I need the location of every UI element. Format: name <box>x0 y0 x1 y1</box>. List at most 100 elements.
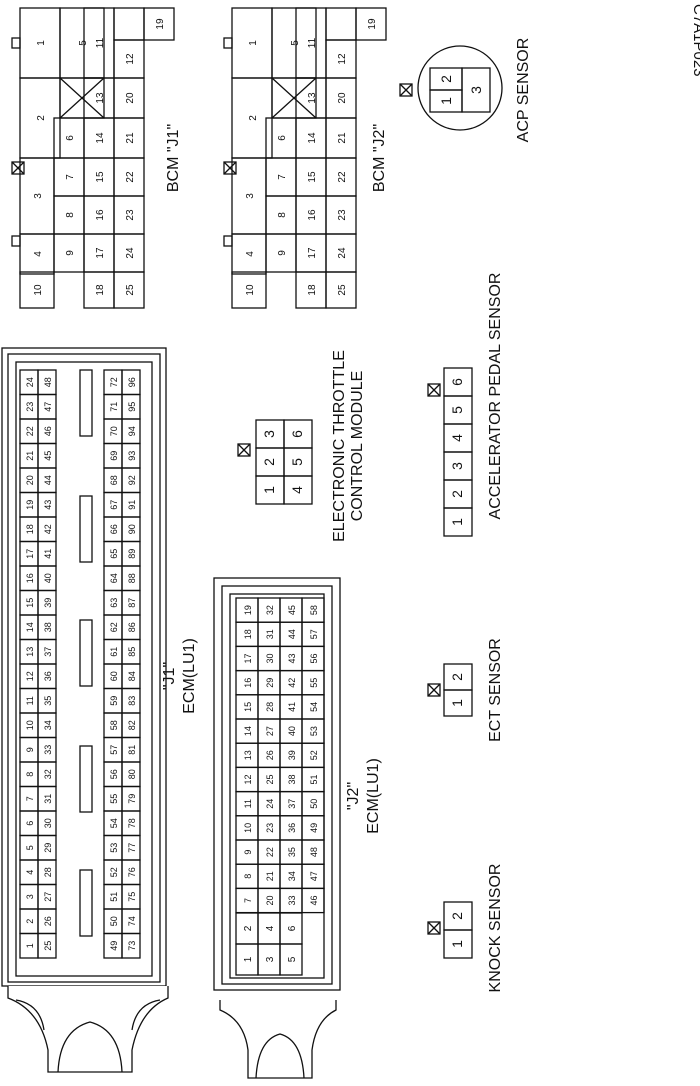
ecm-j1-pin: 31 <box>43 794 53 804</box>
ecm-j1-label-top: "J1" <box>161 662 178 690</box>
ecm-j2-pin: 11 <box>243 799 253 808</box>
ecm-j1-pin: 94 <box>127 426 137 436</box>
ecm-j2-pin: 34 <box>287 871 297 881</box>
blank-cavity-cross <box>59 77 105 119</box>
ecm-j1-pin: 87 <box>127 598 137 608</box>
ecm-j2-pin: 5 <box>287 956 298 962</box>
ecm-j1-pin: 38 <box>43 622 53 632</box>
bcm-pin: 14 <box>95 132 106 144</box>
etc-module-label-line2: CONTROL MODULE <box>349 371 366 522</box>
lock-icon <box>223 161 237 175</box>
ecm-j2-pin: 26 <box>265 750 275 760</box>
ecm-j2-pin: 20 <box>265 895 275 905</box>
ecm-j1-pin: 92 <box>127 475 137 485</box>
ecm-j2-pin: 43 <box>287 653 297 663</box>
ecm-j2-label-top: "J2" <box>345 782 362 810</box>
bcm-pin: 10 <box>33 284 44 296</box>
ecm-j1-pin: 22 <box>25 426 35 436</box>
ecm-j1-pin: 49 <box>109 941 119 951</box>
bcm-pin: 2 <box>248 115 259 121</box>
ecm-j1-connector: 1234567891011121314151617181920212223242… <box>1 347 169 1073</box>
ecm-j2-pin: 27 <box>265 726 275 736</box>
ect-pin: 2 <box>449 673 465 681</box>
ecm-j2-pin: 2 <box>243 925 254 931</box>
ecm-j1-pin: 50 <box>109 916 119 926</box>
bcm-pin: 9 <box>277 250 288 256</box>
acp-sensor-connector: 1 2 123 <box>399 45 503 131</box>
ecm-j1-pin: 10 <box>25 720 35 730</box>
ecm-j2-pin: 24 <box>265 799 275 809</box>
bcm-pin: 6 <box>65 135 76 141</box>
ecm-j1-pin: 5 <box>25 845 35 850</box>
ecm-j2-pin: 12 <box>243 774 253 784</box>
ecm-j1-pin: 47 <box>43 402 53 412</box>
ecm-j2-pin: 54 <box>309 702 319 712</box>
acp-pin: 1 <box>438 97 454 105</box>
ecm-j2-pin: 40 <box>287 726 297 736</box>
ecm-j2-pin: 14 <box>243 726 253 736</box>
bcm-j2-connector: 1234567891011131415161718122021222324251… <box>223 7 387 309</box>
app-pin: 1 <box>449 518 465 526</box>
ecm-j1-pin: 8 <box>25 772 35 777</box>
lock-icon <box>399 83 413 97</box>
ecm-j1-pin: 1 <box>25 943 35 948</box>
ecm-j1-pin: 60 <box>109 671 119 681</box>
lock-icon <box>11 161 25 175</box>
pin-cell <box>19 271 55 309</box>
bcm-pin: 8 <box>65 212 76 218</box>
bcm-pin: 7 <box>277 174 288 180</box>
bcm-pin: 16 <box>307 209 318 221</box>
ecm-j2-pin: 50 <box>309 799 319 809</box>
ecm-j1-pin: 27 <box>43 892 53 902</box>
ecm-j2-pin: 22 <box>265 847 275 857</box>
ecm-j2-pin: 23 <box>265 823 275 833</box>
ecm-j2-pin: 25 <box>265 774 275 784</box>
ecm-j1-pin: 66 <box>109 524 119 534</box>
ecm-j2-pin: 19 <box>243 605 253 615</box>
figure-code: C7A1P023 <box>690 4 700 77</box>
app-pin: 5 <box>449 406 465 414</box>
ecm-j1-pin: 81 <box>127 745 137 755</box>
ecm-j2-pin: 49 <box>309 823 319 833</box>
ecm-j2-pin: 51 <box>309 774 319 784</box>
ecm-j1-pin: 85 <box>127 647 137 657</box>
bcm-pin: 24 <box>125 247 136 259</box>
bcm-pin: 2 <box>36 115 47 121</box>
ecm-j1-pin: 13 <box>25 647 35 657</box>
pin-cell <box>325 7 357 41</box>
ecm-j1-pin: 30 <box>43 818 53 828</box>
ecm-j1-pin: 63 <box>109 598 119 608</box>
ecm-j1-pin: 65 <box>109 549 119 559</box>
ecm-j1-pin: 51 <box>109 892 119 902</box>
pin-cell <box>283 419 313 449</box>
ecm-j1-pin: 28 <box>43 867 53 877</box>
bcm-pin: 1 <box>36 40 47 46</box>
ecm-j2-pin: 21 <box>265 871 275 881</box>
ecm-j2-pin: 39 <box>287 750 297 760</box>
ecm-j1-pin: 3 <box>25 894 35 899</box>
ecm-j2-pin: 33 <box>287 895 297 905</box>
ecm-j1-pin: 33 <box>43 745 53 755</box>
bcm-j2-label: BCM "J2" <box>371 124 388 192</box>
ecm-j1-pin: 93 <box>127 451 137 461</box>
bcm-pin: 21 <box>337 132 348 144</box>
bcm-pin: 4 <box>33 251 44 257</box>
ecm-j1-pin: 77 <box>127 843 137 853</box>
ecm-j1-pin: 76 <box>127 867 137 877</box>
ecm-j1-pin: 58 <box>109 720 119 730</box>
pin-cell <box>113 271 145 309</box>
bcm-pin: 16 <box>95 209 106 221</box>
ecm-j1-pin: 6 <box>25 821 35 826</box>
ecm-j1-pin: 82 <box>127 720 137 730</box>
bcm-pin: 20 <box>337 92 348 104</box>
ecm-j1-pin: 4 <box>25 870 35 875</box>
etc-pin: 2 <box>261 458 277 466</box>
ecm-j1-pin: 44 <box>43 475 53 485</box>
etc-pin: 6 <box>289 430 305 438</box>
etc-module-label-line1: ELECTRONIC THROTTLE <box>331 350 348 542</box>
ecm-j2-pin: 56 <box>309 653 319 663</box>
acp-sensor-label: ACP SENSOR <box>515 38 532 143</box>
ecm-j1-pin: 32 <box>43 769 53 779</box>
bcm-pin: 11 <box>95 37 106 48</box>
ecm-j2-pin: 44 <box>287 629 297 639</box>
